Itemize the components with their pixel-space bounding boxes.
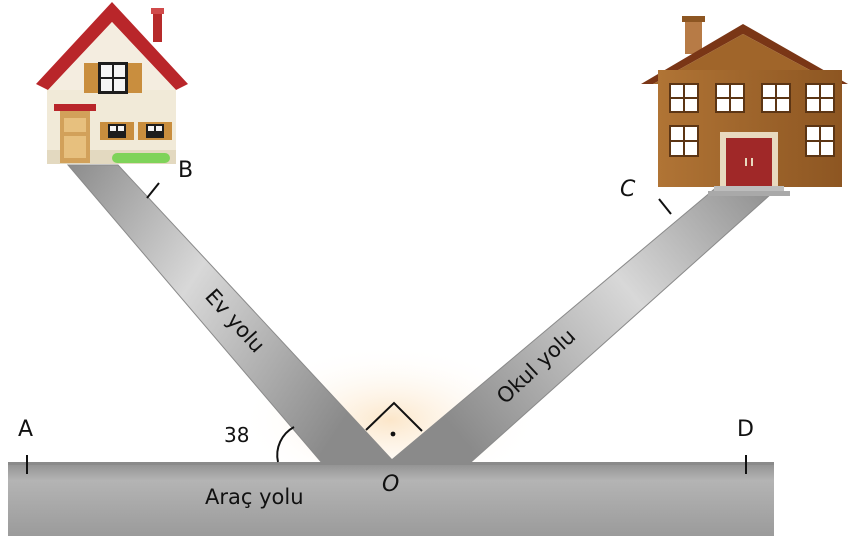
vehicle-road bbox=[8, 462, 774, 536]
tick-b bbox=[146, 182, 160, 199]
vehicle-road-top-edge bbox=[8, 462, 774, 465]
tick-c bbox=[658, 198, 672, 215]
house-icon bbox=[36, 2, 188, 164]
right-angle-marker bbox=[365, 401, 423, 432]
point-o-label: O bbox=[382, 472, 399, 497]
point-c-label: C bbox=[620, 177, 636, 202]
angle-label: 38 bbox=[224, 423, 249, 447]
point-d-label: D bbox=[737, 417, 754, 442]
point-b-label: B bbox=[178, 158, 193, 183]
angle-arc-38 bbox=[276, 426, 295, 463]
point-a-label: A bbox=[18, 417, 33, 442]
school-building-icon bbox=[641, 16, 848, 196]
vehicle-road-label: Araç yolu bbox=[205, 485, 304, 509]
school-road bbox=[386, 185, 782, 464]
right-angle-dot bbox=[390, 431, 396, 437]
